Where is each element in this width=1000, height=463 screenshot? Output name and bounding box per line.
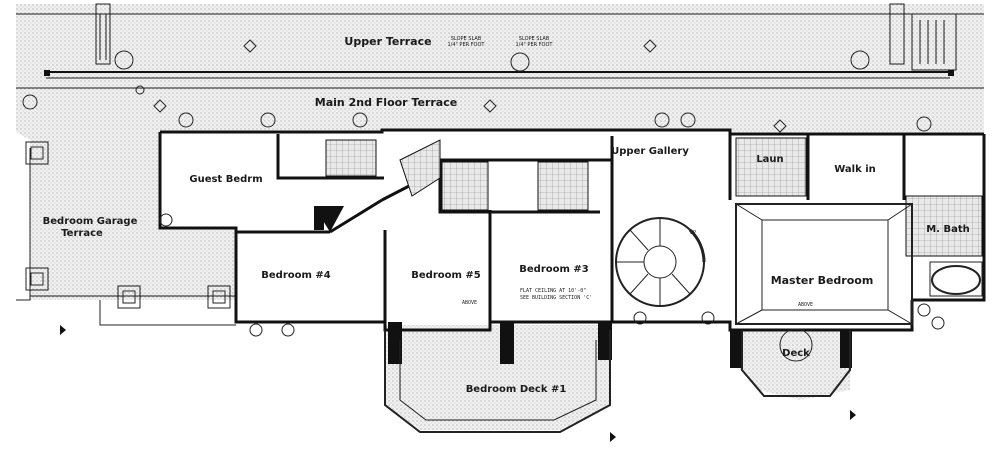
m-bath-label: M. Bath (926, 224, 970, 235)
upper-gallery-label: Upper Gallery (611, 146, 689, 157)
slope-note-2b: 1/4" PER FOOT (516, 42, 554, 48)
spiral-stair (615, 217, 706, 307)
bedroom-3-label: Bedroom #3 (519, 264, 589, 275)
slope-note-1b: 1/4" PER FOOT (448, 42, 486, 48)
master-deck-outline (741, 328, 851, 397)
main-terrace-label: Main 2nd Floor Terrace (315, 96, 457, 109)
bedroom-deck-label: Bedroom Deck #1 (466, 384, 567, 395)
upper-terrace-label: Upper Terrace (344, 35, 431, 48)
guest-bedrm-label: Guest Bedrm (189, 174, 262, 185)
terrace-areas (16, 4, 984, 430)
tiled-areas (325, 137, 983, 257)
bedroom-4-label: Bedroom #4 (261, 270, 331, 281)
slope-note-1: SLOPE SLAB (451, 36, 482, 42)
laun-label: Laun (756, 154, 783, 165)
flat-ceiling-note-1: FLAT CEILING AT 10'-0" (520, 288, 586, 294)
bathtub (931, 265, 981, 295)
garage-terrace-label-2: Terrace (61, 228, 103, 239)
exterior-walls (158, 128, 986, 332)
up-note: UP (690, 230, 696, 236)
walk-in-label: Walk in (834, 164, 876, 175)
master-bedroom-label: Master Bedroom (771, 274, 874, 287)
bedroom-5-label: Bedroom #5 (411, 270, 481, 281)
flat-ceiling-note-2: SEE BUILDING SECTION 'C' (520, 295, 592, 301)
deck-label: Deck (782, 348, 810, 359)
above-note-1: ABOVE (462, 300, 477, 306)
terrace-outlines (16, 3, 984, 326)
master-ceiling (735, 203, 913, 325)
above-note-2: ABOVE (798, 302, 813, 308)
garage-terrace-label-1: Bedroom Garage (43, 216, 138, 227)
room-labels: Upper Terrace Main 2nd Floor Terrace Bed… (43, 35, 970, 395)
slope-note-2: SLOPE SLAB (519, 36, 550, 42)
plan-notes: SLOPE SLAB 1/4" PER FOOT SLOPE SLAB 1/4"… (448, 36, 814, 308)
grid-markers (22, 39, 945, 442)
bedroom-deck-outline (384, 330, 611, 433)
column-pads (25, 141, 231, 309)
